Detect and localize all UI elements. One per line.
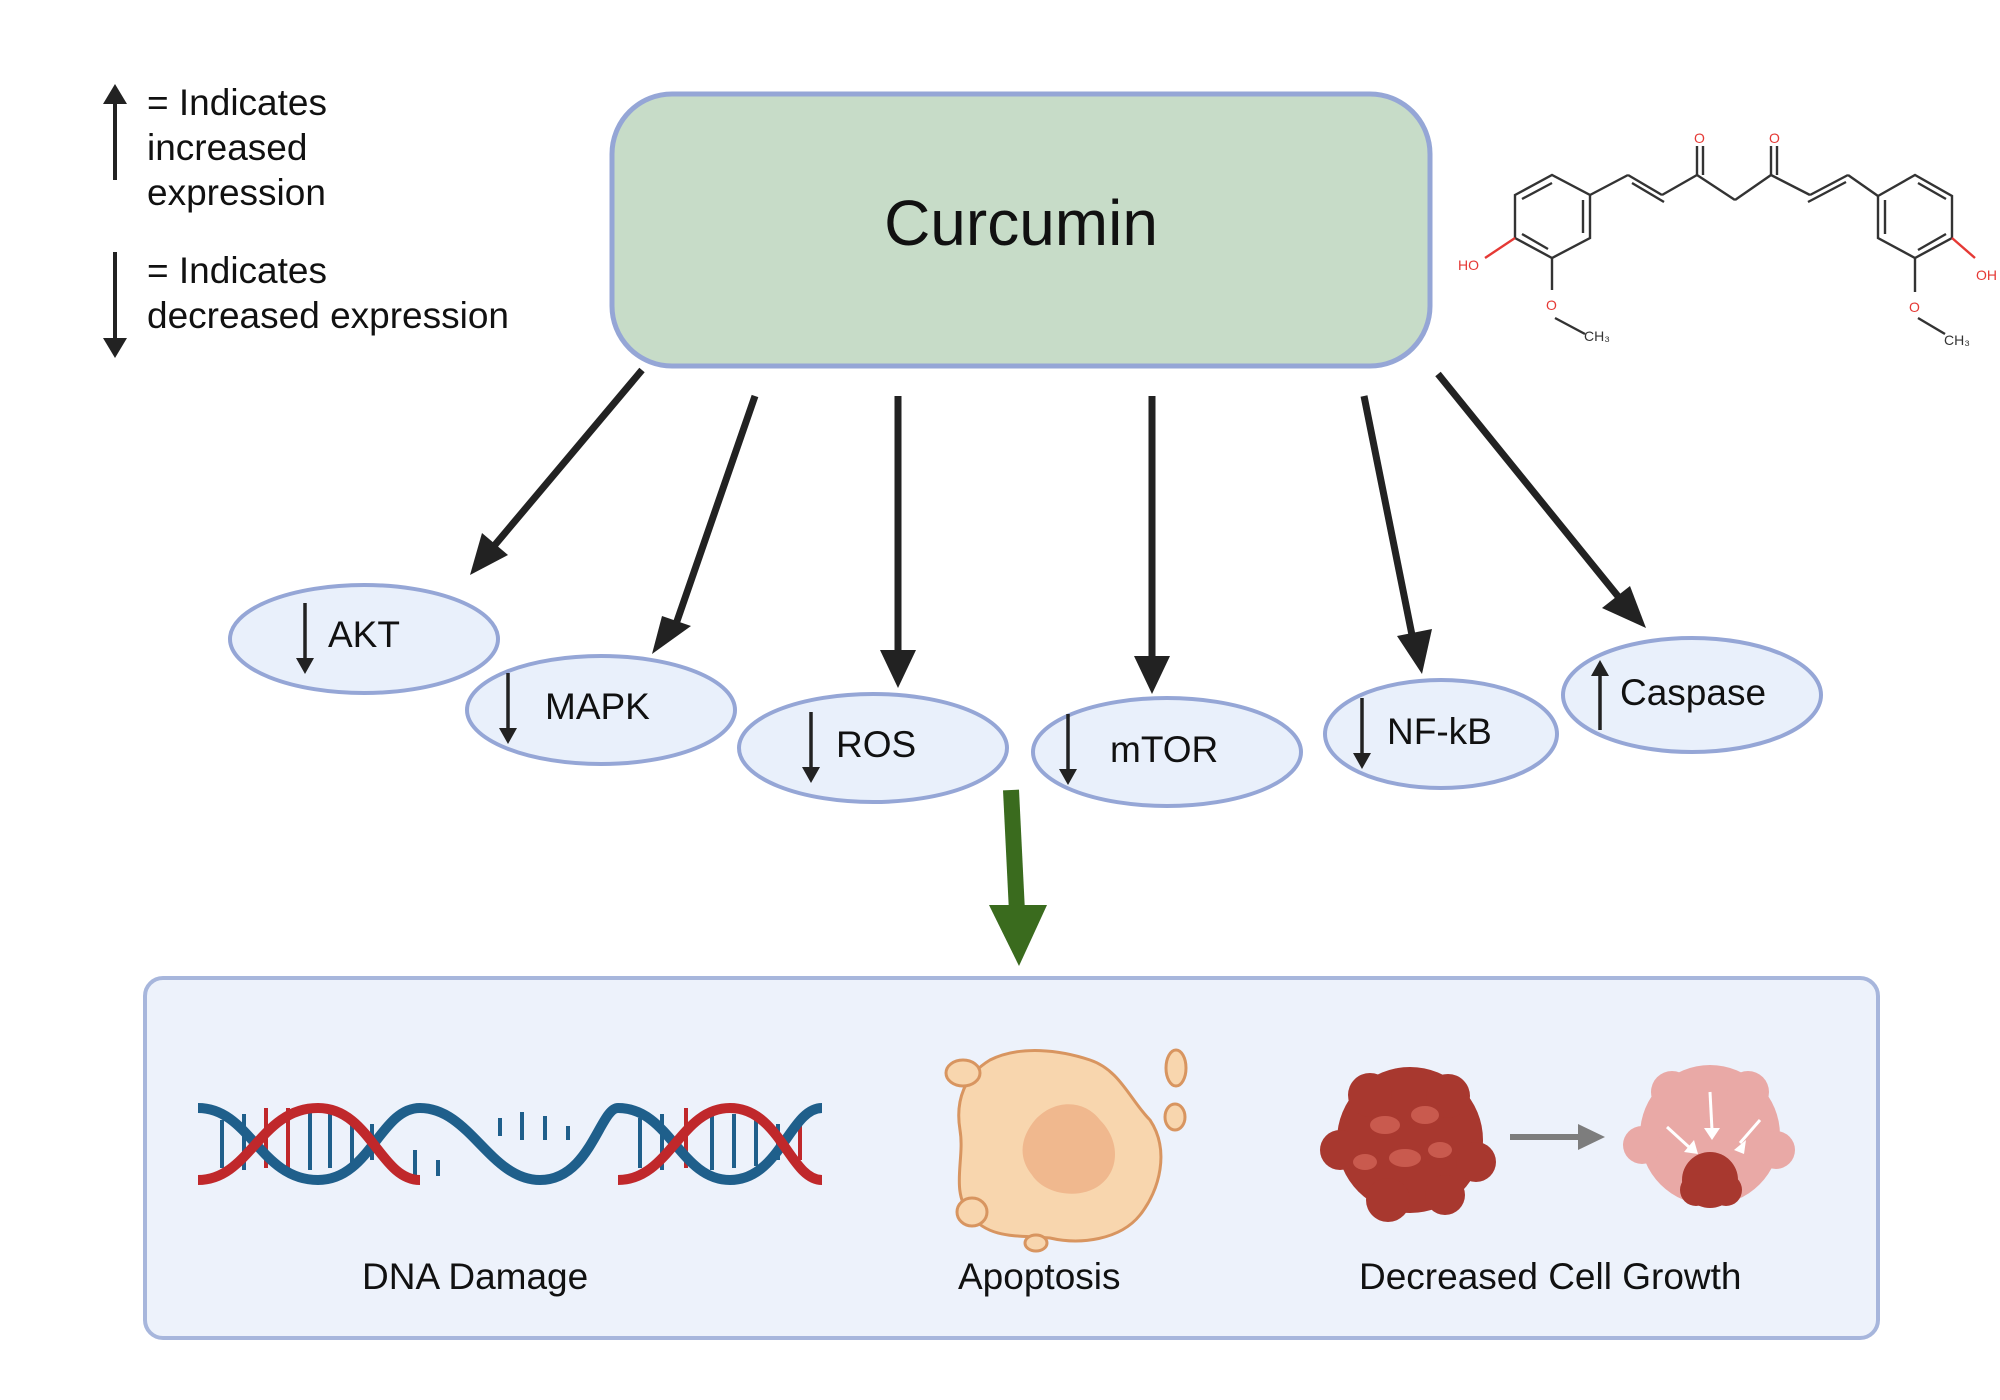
chem-label-o-methoxy-left: O bbox=[1546, 297, 1557, 313]
pathway-arrows bbox=[491, 367, 1624, 660]
dna-helix-icon bbox=[197, 1102, 823, 1186]
legend-up-arrow-icon bbox=[103, 84, 127, 180]
arrow-to-mapk bbox=[672, 394, 759, 626]
tumor-shrunk-icon bbox=[1623, 1065, 1795, 1208]
arrow-to-caspase bbox=[1435, 371, 1624, 603]
outcome-label-decreased-cell-growth: Decreased Cell Growth bbox=[1359, 1256, 1742, 1297]
caspase-up-arrow-icon bbox=[1591, 660, 1609, 730]
target-label-akt: AKT bbox=[328, 614, 400, 655]
ellipse-nfkb bbox=[1323, 678, 1559, 790]
legend-down-text: = Indicates decreased expression bbox=[147, 248, 509, 338]
chem-label-o-top-left: O bbox=[1694, 130, 1705, 146]
chem-label-ch3-left: CH₃ bbox=[1584, 328, 1610, 344]
curcumin-title: Curcumin bbox=[884, 187, 1158, 259]
chem-label-ch3-right: CH₃ bbox=[1944, 332, 1970, 348]
chem-label-oh: OH bbox=[1976, 267, 1997, 283]
target-label-caspase: Caspase bbox=[1620, 672, 1767, 713]
target-label-mapk: MAPK bbox=[545, 686, 650, 727]
green-result-arrow bbox=[989, 789, 1047, 966]
pathway-arrowheads bbox=[470, 533, 1646, 694]
ellipse-ros bbox=[737, 692, 1009, 804]
nfkb-down-arrow-icon bbox=[1353, 698, 1371, 769]
curcumin-box bbox=[609, 91, 1433, 369]
outcome-label-dna-damage: DNA Damage bbox=[362, 1256, 589, 1297]
legend-up-text: = Indicates increased expression bbox=[147, 80, 327, 215]
target-label-nfkb: NF-kB bbox=[1387, 711, 1492, 752]
ellipse-akt bbox=[228, 583, 500, 695]
tumor-large-icon bbox=[1320, 1067, 1496, 1222]
akt-down-arrow-icon bbox=[296, 603, 314, 674]
ellipse-mapk bbox=[465, 654, 737, 766]
target-direction-arrows bbox=[296, 603, 1609, 785]
outcome-label-apoptosis: Apoptosis bbox=[958, 1256, 1121, 1297]
ellipse-caspase bbox=[1561, 636, 1823, 754]
legend-up-line-3: expression bbox=[147, 172, 326, 213]
chem-label-ho: HO bbox=[1458, 257, 1479, 273]
chem-label-o-top-right: O bbox=[1769, 130, 1780, 146]
apoptosis-cell-icon bbox=[944, 1048, 1188, 1253]
ellipse-mtor bbox=[1031, 696, 1303, 808]
legend-down-arrow-icon bbox=[103, 252, 127, 358]
mapk-down-arrow-icon bbox=[499, 673, 517, 744]
chem-label-o-methoxy-right: O bbox=[1909, 299, 1920, 315]
legend-up-line-1: = Indicates bbox=[147, 82, 327, 123]
growth-arrow-icon bbox=[1510, 1124, 1605, 1150]
legend-down-line-2: decreased expression bbox=[147, 295, 509, 336]
arrow-to-nfkb bbox=[1360, 395, 1417, 641]
target-label-mtor: mTOR bbox=[1110, 729, 1219, 770]
mtor-down-arrow-icon bbox=[1059, 714, 1077, 785]
legend-up-line-2: increased bbox=[147, 127, 308, 168]
legend-down-line-1: = Indicates bbox=[147, 250, 327, 291]
target-label-ros: ROS bbox=[836, 724, 917, 765]
target-ellipses bbox=[228, 583, 1823, 808]
arrow-to-akt bbox=[491, 367, 645, 549]
ros-down-arrow-icon bbox=[802, 712, 820, 783]
curcumin-structure-icon bbox=[1484, 146, 1976, 336]
